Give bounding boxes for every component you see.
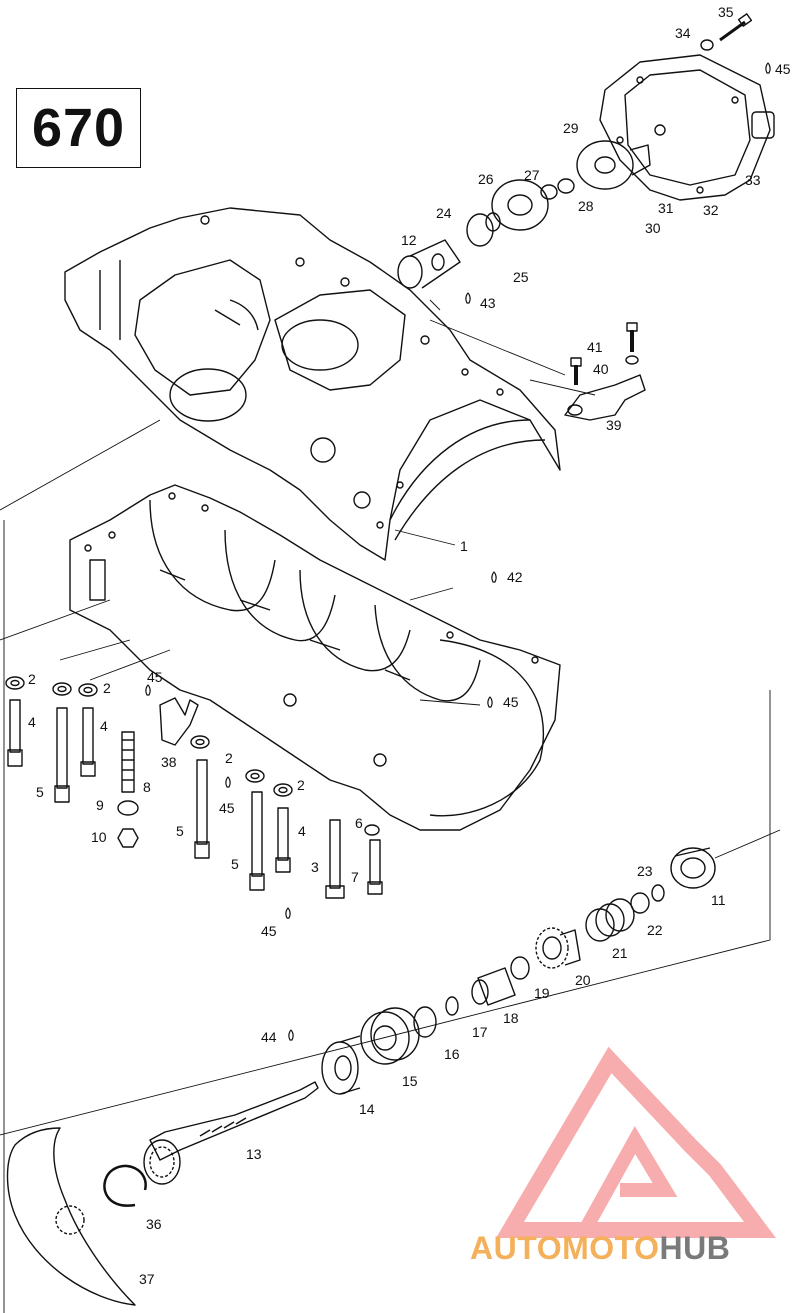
callout-11: 11: [711, 892, 726, 908]
callout-39: 39: [606, 417, 622, 433]
callout-16: 16: [444, 1046, 460, 1062]
upper-crankcase: [64, 207, 561, 561]
washer-16: [413, 1006, 437, 1038]
bracket-39: [564, 322, 646, 421]
oil-drop-icons: [145, 62, 771, 1041]
bearing-15: [360, 1007, 420, 1065]
callout-45-e: 45: [261, 923, 277, 939]
callout-23: 23: [637, 863, 653, 879]
callout-31: 31: [658, 200, 674, 216]
callout-34: 34: [675, 25, 691, 41]
callout-40: 40: [593, 361, 609, 377]
callout-44: 44: [261, 1029, 277, 1045]
callout-4-c: 4: [298, 823, 306, 839]
fitting-38: [159, 697, 199, 746]
disc-37: [6, 1127, 136, 1306]
callout-1: 1: [460, 538, 468, 554]
bearing-12: [397, 239, 461, 289]
seal-14: [321, 1035, 361, 1095]
callout-2-c: 2: [225, 750, 233, 766]
rotary-valve-cover: [599, 54, 775, 201]
bearing-11: [670, 847, 716, 889]
callout-5-c: 5: [231, 856, 239, 872]
callout-9: 9: [96, 797, 104, 813]
callout-8: 8: [143, 779, 151, 795]
callout-5-b: 5: [176, 823, 184, 839]
callout-45-d: 45: [219, 800, 235, 816]
washers-2: [5, 676, 380, 836]
callout-15: 15: [402, 1073, 418, 1089]
callout-4-b: 4: [100, 718, 108, 734]
callout-2-b: 2: [103, 680, 111, 696]
sleeve-18: [471, 967, 516, 1006]
callout-38: 38: [161, 754, 177, 770]
watermark-logo: [496, 1046, 776, 1238]
page-code-box: 670: [16, 88, 141, 168]
lower-crankcase: [69, 484, 561, 831]
callout-33: 33: [745, 172, 761, 188]
rotary-valve-29: [576, 140, 651, 190]
callout-45-a: 45: [775, 61, 791, 77]
callout-25: 25: [513, 269, 529, 285]
callout-14: 14: [359, 1101, 375, 1117]
page-code: 670: [31, 98, 126, 158]
callout-41: 41: [587, 339, 603, 355]
circlip-36: [103, 1164, 147, 1207]
washer-34: [700, 39, 714, 51]
callout-35: 35: [718, 4, 734, 20]
callout-30: 30: [645, 220, 661, 236]
callout-3: 3: [311, 859, 319, 875]
circlip-17: [445, 996, 459, 1016]
callout-43: 43: [480, 295, 496, 311]
leader-lines: [0, 299, 781, 1313]
seals-26-28: [466, 178, 575, 247]
callout-13: 13: [246, 1146, 262, 1162]
watermark-text: AUTOMOTOHUB: [470, 1230, 800, 1280]
circlip-22: [651, 884, 665, 902]
callout-28: 28: [578, 198, 594, 214]
bolt-35: [719, 13, 753, 42]
callout-29: 29: [563, 120, 579, 136]
spring-21: [585, 898, 635, 942]
callout-6: 6: [355, 815, 363, 831]
callout-2-a: 2: [28, 671, 36, 687]
callout-42: 42: [507, 569, 523, 585]
callout-27: 27: [524, 167, 540, 183]
callout-5-a: 5: [36, 784, 44, 800]
gear-20: [535, 927, 581, 969]
watermark-part2: HUB: [659, 1230, 731, 1266]
callout-4-a: 4: [28, 714, 36, 730]
callout-19: 19: [534, 985, 550, 1001]
drive-shaft-13: [143, 1081, 319, 1185]
nut-10: [117, 828, 139, 848]
watermark-part1: AUTOMOTO: [470, 1230, 660, 1266]
bolts: [7, 699, 383, 899]
callout-21: 21: [612, 945, 628, 961]
callout-7: 7: [351, 869, 359, 885]
callout-17: 17: [472, 1024, 488, 1040]
washer-19: [510, 956, 530, 980]
callout-32: 32: [703, 202, 719, 218]
callout-20: 20: [575, 972, 591, 988]
callout-36: 36: [146, 1216, 162, 1232]
callout-22: 22: [647, 922, 663, 938]
callout-10: 10: [91, 829, 107, 845]
callout-26: 26: [478, 171, 494, 187]
seal-23: [630, 892, 650, 914]
callout-45-b: 45: [503, 694, 519, 710]
washer-9: [117, 800, 139, 816]
callout-12: 12: [401, 232, 417, 248]
callout-24: 24: [436, 205, 452, 221]
callout-45-c: 45: [147, 669, 163, 685]
callout-37: 37: [139, 1271, 155, 1287]
callout-18: 18: [503, 1010, 519, 1026]
callout-2-d: 2: [297, 777, 305, 793]
